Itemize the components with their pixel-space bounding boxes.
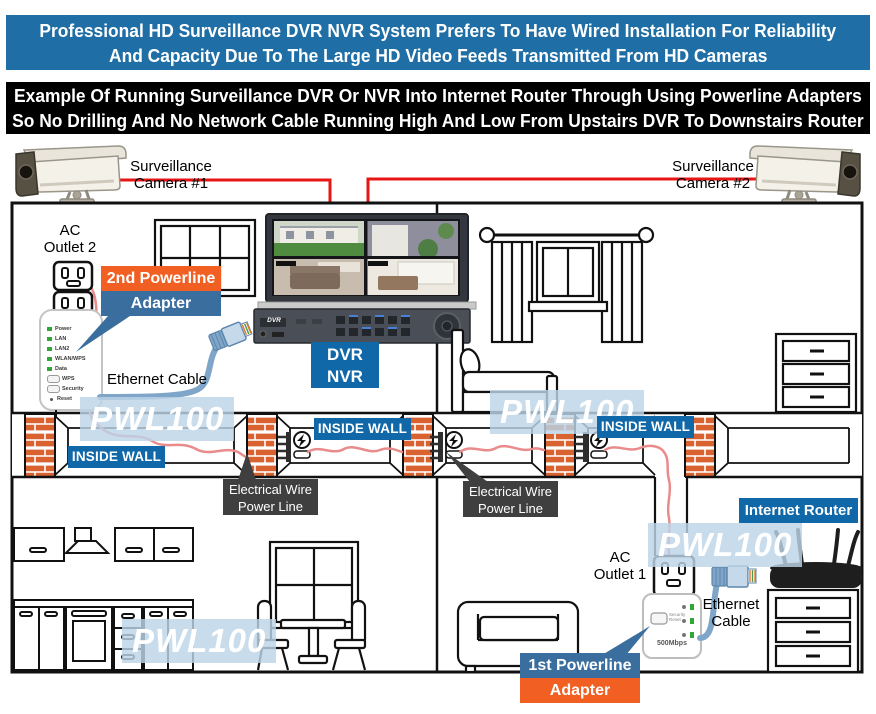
adapter-led-row: LAN2 bbox=[47, 344, 99, 354]
adapter-button-row: Reset bbox=[47, 394, 99, 404]
adapter-led-row: LAN bbox=[47, 334, 99, 344]
internet-router-label: Internet Router bbox=[739, 498, 858, 523]
adapter-1-button-label: Security Reset bbox=[669, 612, 686, 622]
callout-tails bbox=[76, 316, 650, 655]
second-adapter-callout: 2nd Powerline Adapter bbox=[101, 266, 221, 316]
led-indicator bbox=[47, 337, 52, 341]
watermark: PWL100 bbox=[80, 397, 235, 441]
electrical-wire-callout-1: Electrical Wire Power Line bbox=[223, 479, 318, 515]
powerline-adapter-1-icon bbox=[642, 593, 702, 659]
camera-1-icon bbox=[14, 144, 128, 207]
bedroom-dresser-icon bbox=[774, 332, 858, 414]
dvr-unit-logo: DVR bbox=[267, 317, 281, 324]
watermark: PWL100 bbox=[648, 523, 803, 567]
adapter-led-row: Data bbox=[47, 364, 99, 374]
bedroom-curtain-window-icon bbox=[478, 226, 655, 344]
ac-outlet-2-label: AC Outlet 2 bbox=[43, 222, 97, 256]
top-banner: Professional HD Surveillance DVR NVR Sys… bbox=[6, 15, 870, 70]
adapter-led-row: WLAN/WPS bbox=[47, 354, 99, 364]
sub-banner: Example Of Running Surveillance DVR Or N… bbox=[6, 82, 870, 134]
dvr-monitor-icon bbox=[253, 213, 477, 344]
led-indicator bbox=[47, 367, 52, 371]
ethernet-cable-lower-icon bbox=[697, 565, 757, 641]
led-indicator bbox=[47, 327, 52, 331]
led-indicator bbox=[47, 357, 52, 361]
camera-2-icon bbox=[748, 144, 862, 207]
top-banner-line1: Professional HD Surveillance DVR NVR Sys… bbox=[39, 19, 837, 41]
reset-button bbox=[50, 397, 53, 401]
wps-button bbox=[47, 375, 60, 383]
camera-1-label: Surveillance Camera #1 bbox=[130, 158, 212, 192]
led-indicator bbox=[47, 347, 52, 351]
first-adapter-callout: 1st Powerline Adapter bbox=[520, 653, 640, 703]
adapter-1-speed-label: 500Mbps bbox=[657, 640, 687, 647]
router-cabinet-icon bbox=[766, 588, 860, 674]
inside-wall-label-middle: INSIDE WALL bbox=[314, 418, 411, 440]
watermark: PWL100 bbox=[122, 619, 277, 663]
security-button bbox=[47, 385, 60, 393]
adapter-button-row: WPS bbox=[47, 374, 99, 384]
ethernet-cable-upper-label: Ethernet Cable bbox=[106, 371, 208, 388]
dvr-nvr-label: DVR NVR bbox=[311, 342, 379, 388]
ethernet-cable-lower-label: Ethernet Cable bbox=[702, 596, 760, 630]
camera-2-label: Surveillance Camera #2 bbox=[672, 158, 754, 192]
top-banner-line2: And Capacity Due To The Large HD Video F… bbox=[108, 44, 768, 66]
sofa-icon bbox=[456, 600, 580, 674]
sub-banner-line2: So No Drilling And No Network Cable Runn… bbox=[12, 110, 864, 131]
ac-outlet-1-label: AC Outlet 1 bbox=[593, 549, 647, 583]
adapter-led-row: Power bbox=[47, 324, 99, 334]
adapter-2-led-panel: Power LAN LAN2 WLAN/WPS Data WPS Securit… bbox=[47, 324, 99, 404]
dining-window-icon bbox=[268, 540, 360, 630]
electrical-wire-callout-2: Electrical Wire Power Line bbox=[463, 481, 558, 517]
adapter-button-row: Security bbox=[47, 384, 99, 394]
ethernet-cable-upper-icon bbox=[97, 321, 253, 400]
inside-wall-label-right: INSIDE WALL bbox=[597, 416, 694, 438]
inside-wall-label-left: INSIDE WALL bbox=[68, 446, 165, 468]
sub-banner-line1: Example Of Running Surveillance DVR Or N… bbox=[14, 85, 862, 106]
